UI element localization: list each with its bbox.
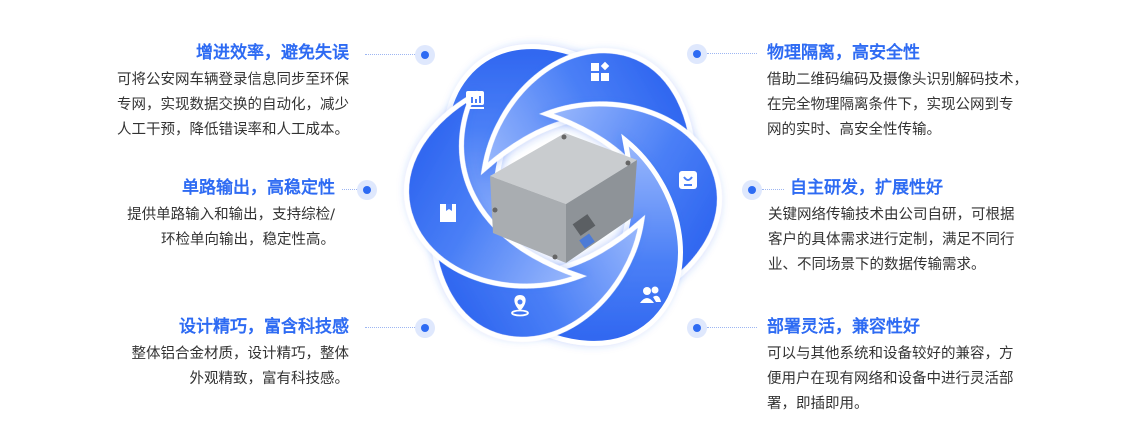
- location-icon: [511, 295, 529, 317]
- feature-design: 设计精巧，富含科技感 整体铝合金材质，设计精巧，整体 外观精致，富有科技感。: [132, 316, 350, 392]
- marker-dot: [687, 318, 707, 338]
- feature-desc-line: 外观精致，富有科技感。: [189, 371, 350, 387]
- feature-title: 部署灵活，兼容性好: [767, 317, 920, 337]
- feature-security: 物理隔离，高安全性 借助二维码编码及摄像头识别解码技术， 在完全物理隔离条件下，…: [767, 42, 1028, 143]
- chart-icon: [466, 91, 484, 109]
- feature-desc-line: 环检单向输出，稳定性高。: [161, 232, 335, 248]
- feature-title: 设计精巧，富含科技感: [179, 317, 349, 337]
- feature-desc-line: 业、不同场景下的数据传输需求。: [768, 257, 986, 273]
- feature-desc-line: 客户的具体需求进行定制，满足不同行: [768, 232, 1015, 248]
- users-icon: [640, 286, 661, 303]
- feature-title: 增进效率，避免失误: [196, 43, 349, 63]
- marker-dot: [357, 180, 377, 200]
- feature-title: 自主研发，扩展性好: [790, 178, 943, 198]
- marker-dot: [687, 44, 707, 64]
- feature-desc-line: 便用户在现有网络和设备中进行灵活部: [767, 371, 1014, 387]
- feature-desc-line: 可将公安网车辆登录信息同步至环保: [117, 72, 349, 88]
- feature-desc-line: 整体铝合金材质，设计精巧，整体: [131, 346, 350, 362]
- feature-compatibility: 部署灵活，兼容性好 可以与其他系统和设备较好的兼容，方 便用户在现有网络和设备中…: [767, 316, 1014, 417]
- feature-desc-line: 人工干预，降低错误率和人工成本。: [117, 122, 349, 138]
- feature-desc-line: 关键网络传输技术由公司自研，可根据: [768, 207, 1015, 223]
- connector-line: [365, 327, 417, 328]
- connector-line: [762, 189, 784, 190]
- marker-dot: [742, 180, 762, 200]
- marker-dot: [415, 318, 435, 338]
- feature-desc-line: 署，即插即用。: [767, 396, 869, 412]
- feature-title: 物理隔离，高安全性: [767, 43, 920, 63]
- bag-icon: [679, 171, 697, 189]
- device-image: [490, 133, 637, 263]
- feature-desc-line: 可以与其他系统和设备较好的兼容，方: [767, 346, 1014, 362]
- bookmark-icon: [440, 204, 456, 222]
- feature-desc-line: 网的实时、高安全性传输。: [767, 122, 941, 138]
- feature-efficiency: 增进效率，避免失误 可将公安网车辆登录信息同步至环保 专网，实现数据交换的自动化…: [117, 42, 349, 143]
- feature-desc-line: 专网，实现数据交换的自动化，减少: [117, 97, 349, 113]
- feature-desc-line: 在完全物理隔离条件下，实现公网到专: [767, 97, 1014, 113]
- connector-line: [365, 54, 417, 55]
- petal: [404, 90, 587, 289]
- connector-line: [342, 189, 359, 190]
- feature-desc-line: 借助二维码编码及摄像头识别解码技术，: [767, 72, 1028, 88]
- connector-line: [707, 53, 757, 54]
- connector-line: [707, 327, 757, 328]
- marker-dot: [415, 45, 435, 65]
- feature-extensibility: 自主研发，扩展性好 关键网络传输技术由公司自研，可根据 客户的具体需求进行定制，…: [768, 177, 1015, 278]
- feature-title: 单路输出，高稳定性: [182, 178, 335, 198]
- feature-stability: 单路输出，高稳定性 提供单路输入和输出，支持综检/ 环检单向输出，稳定性高。: [127, 177, 335, 253]
- feature-desc-line: 提供单路输入和输出，支持综检/: [127, 207, 335, 223]
